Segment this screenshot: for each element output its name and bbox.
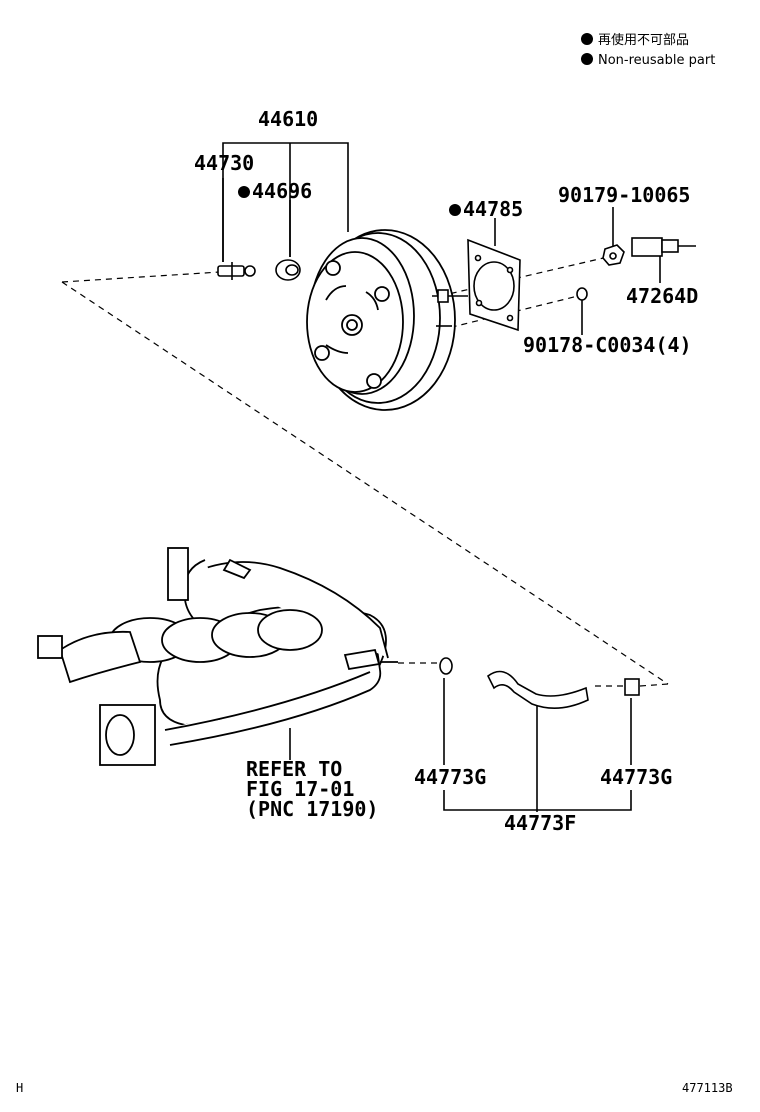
label-44773g-left: 44773G [414, 765, 486, 789]
non-reusable-dot-icon [238, 186, 250, 198]
non-reusable-dot-icon [581, 53, 593, 65]
label-44610: 44610 [258, 107, 318, 131]
leader-lines [222, 142, 661, 812]
refer-line-1: REFER TO [246, 757, 342, 781]
label-44773f: 44773F [504, 811, 576, 835]
figure-id: 477113B [682, 1081, 733, 1095]
brake-booster [306, 229, 456, 411]
footer: H 477113B [16, 1081, 733, 1095]
legend-jp-label: 再使用不可部品 [598, 32, 689, 48]
label-44696: 44696 [252, 179, 312, 203]
legend-en-label: Non-reusable part [598, 53, 715, 68]
label-90178: 90178-C0034(4) [523, 333, 692, 357]
clevis-part [217, 262, 256, 280]
gasket-part [467, 238, 521, 332]
nut-90178-part [576, 287, 588, 301]
nut-part [275, 259, 301, 281]
footer-code: H [16, 1081, 23, 1095]
booster-studs [432, 289, 468, 327]
part-labels: 44610 44730 44696 44785 90179-10065 4726… [194, 107, 698, 835]
label-90179: 90179-10065 [558, 183, 690, 207]
hose-group [439, 657, 640, 709]
dashed-lines [61, 255, 669, 687]
bracket-part [631, 237, 696, 257]
nut-90179-part [602, 244, 625, 266]
non-reusable-dot-icon [581, 33, 593, 45]
non-reusable-dot-icon [449, 204, 461, 216]
label-44730: 44730 [194, 151, 254, 175]
label-47264d: 47264D [626, 284, 698, 308]
intake-manifold [37, 547, 398, 766]
refer-line-2: FIG 17-01 [246, 777, 354, 801]
label-44785: 44785 [463, 197, 523, 221]
refer-note: REFER TO FIG 17-01 (PNC 17190) [246, 757, 378, 821]
label-44773g-right: 44773G [600, 765, 672, 789]
refer-line-3: (PNC 17190) [246, 797, 378, 821]
legend: 再使用不可部品 Non-reusable part [581, 32, 715, 68]
